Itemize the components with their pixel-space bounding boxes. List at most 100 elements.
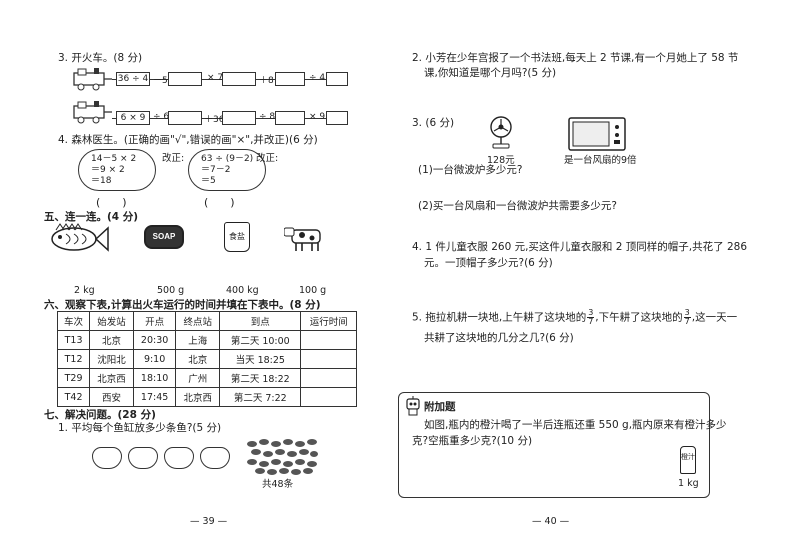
cell: 第二天 18:22	[219, 368, 302, 388]
page-number-right: — 40 —	[532, 516, 570, 527]
cell: T13	[56, 330, 91, 350]
cell: 第二天 10:00	[219, 330, 302, 350]
bonus-line1: 如图,瓶内的橙汁喝了一半后连瓶还重 550 g,瓶内原来有橙汁多少	[424, 419, 727, 431]
header-cell: 到点	[219, 311, 302, 331]
q4r-line2: 元。一顶帽子多少元?(6 分)	[424, 257, 553, 269]
sec7-q1: 1. 平均每个鱼缸放多少条鱼?(5 分)	[58, 422, 222, 434]
numerator: 3	[587, 308, 595, 318]
cell: 9:10	[132, 349, 177, 369]
q5-text-c: ,这一天一	[691, 311, 738, 324]
cell: T12	[56, 349, 91, 369]
header-cell: 开点	[132, 311, 177, 331]
answer-box[interactable]	[275, 111, 305, 125]
fish-bowl-icon	[164, 447, 194, 469]
calc-line: ＝5	[201, 176, 216, 186]
calc-line: ＝7－2	[201, 165, 231, 175]
answer-cell[interactable]	[300, 368, 357, 388]
answer-cell[interactable]	[300, 330, 357, 350]
answer-paren[interactable]: ( )	[96, 196, 127, 209]
cell: 沈阳北	[89, 349, 134, 369]
op-label: × 7	[207, 73, 224, 83]
cow-icon	[284, 227, 321, 251]
cell: 当天 18:25	[219, 349, 302, 369]
soap-icon: SOAP	[144, 225, 184, 249]
op-label: ÷ 8	[259, 112, 276, 122]
flour-bag-icon: 食盐	[224, 222, 250, 252]
calc-line: 63 ÷ (9－2)	[201, 154, 254, 164]
denominator: 7	[588, 317, 594, 326]
expr-box: 36 ÷ 4	[116, 72, 150, 86]
answer-box[interactable]	[168, 111, 202, 125]
weight-label: 2 kg	[74, 285, 95, 296]
calc-line: 14－5 × 2	[91, 154, 137, 164]
cell: 广州	[175, 368, 221, 388]
cell: 上海	[175, 330, 221, 350]
table-header-row: 车次 始发站 开点 终点站 到点 运行时间	[56, 311, 357, 331]
expr-box: 6 × 9	[116, 111, 150, 125]
soap-label: SOAP	[152, 232, 176, 241]
table-row: T13 北京 20:30 上海 第二天 10:00	[56, 330, 357, 350]
op-label: ＋8	[259, 76, 274, 86]
bottle-text: 橙汁	[681, 453, 695, 461]
cell: 北京西	[175, 387, 221, 407]
answer-paren[interactable]: ( )	[204, 196, 235, 209]
cell: 西安	[89, 387, 134, 407]
fish-icon	[51, 223, 109, 252]
sec5-title: 五、连一连。(4 分)	[44, 211, 139, 223]
sec7-title: 七、解决问题。(28 分)	[44, 409, 156, 421]
microwave-label: 是一台风扇的9倍	[564, 155, 637, 166]
fix-label: 改正:	[256, 153, 279, 164]
fan-icon	[490, 116, 512, 149]
page-number-left: — 39 —	[190, 516, 228, 527]
header-cell: 运行时间	[300, 311, 357, 331]
train-engine-icon	[73, 101, 112, 124]
header-cell: 车次	[56, 311, 91, 331]
cell: 17:45	[132, 387, 177, 407]
header-cell: 终点站	[175, 311, 221, 331]
robot-icon	[406, 396, 420, 416]
bottle-weight: 1 kg	[678, 478, 699, 489]
q3-title: 3. 开火车。(8 分)	[58, 52, 143, 64]
op-label: －5	[153, 76, 168, 86]
answer-box[interactable]	[326, 111, 348, 125]
answer-box[interactable]	[275, 72, 305, 86]
bonus-line2: 克?空瓶重多少克?(10 分)	[412, 435, 533, 447]
q4-title: 4. 森林医生。(正确的画"√",错误的画"×",并改正)(6 分)	[58, 134, 318, 146]
cell: T42	[56, 387, 91, 407]
q5r-line2: 共耕了这块地的几分之几?(6 分)	[424, 332, 574, 344]
weight-label: 500 g	[157, 285, 185, 296]
answer-box[interactable]	[326, 72, 348, 86]
cloud-expression-1: 14－5 × 2 ＝9 × 2 ＝18	[78, 149, 156, 191]
denominator: 7	[684, 317, 690, 326]
cell: 北京	[89, 330, 134, 350]
q3r-sub2: (2)买一台风扇和一台微波炉共需要多少元?	[418, 200, 617, 212]
cell: 20:30	[132, 330, 177, 350]
train-schedule-table: 车次 始发站 开点 终点站 到点 运行时间 T13 北京 20:30 上海 第二…	[56, 311, 357, 407]
fish-school-icon	[247, 439, 318, 475]
header-cell: 始发站	[89, 311, 134, 331]
weight-label: 100 g	[299, 285, 327, 296]
fish-bowl-icon	[200, 447, 230, 469]
numerator: 3	[683, 308, 691, 318]
answer-cell[interactable]	[300, 387, 357, 407]
q5-text-b: ,下午耕了这块地的	[595, 311, 683, 324]
answer-box[interactable]	[168, 72, 202, 86]
table-row: T12 沈阳北 9:10 北京 当天 18:25	[56, 349, 357, 369]
answer-cell[interactable]	[300, 349, 357, 369]
answer-box[interactable]	[222, 111, 256, 125]
q4r-line1: 4. 1 件儿童衣服 260 元,买这件儿童衣服和 2 顶同样的帽子,共花了 2…	[412, 241, 747, 253]
bonus-title: 附加题	[424, 401, 456, 413]
sec6-title: 六、观察下表,计算出火车运行的时间并填在下表中。(8 分)	[44, 299, 321, 311]
flour-label: 食盐	[229, 232, 245, 241]
cell: 北京	[175, 349, 221, 369]
answer-box[interactable]	[222, 72, 256, 86]
microwave-icon	[568, 117, 626, 151]
cell: 第二天 7:22	[219, 387, 302, 407]
cell: T29	[56, 368, 91, 388]
juice-bottle-icon: 橙汁	[680, 446, 696, 474]
q3r-sub1: (1)一台微波炉多少元?	[418, 164, 523, 176]
fish-total-label: 共48条	[262, 479, 294, 490]
